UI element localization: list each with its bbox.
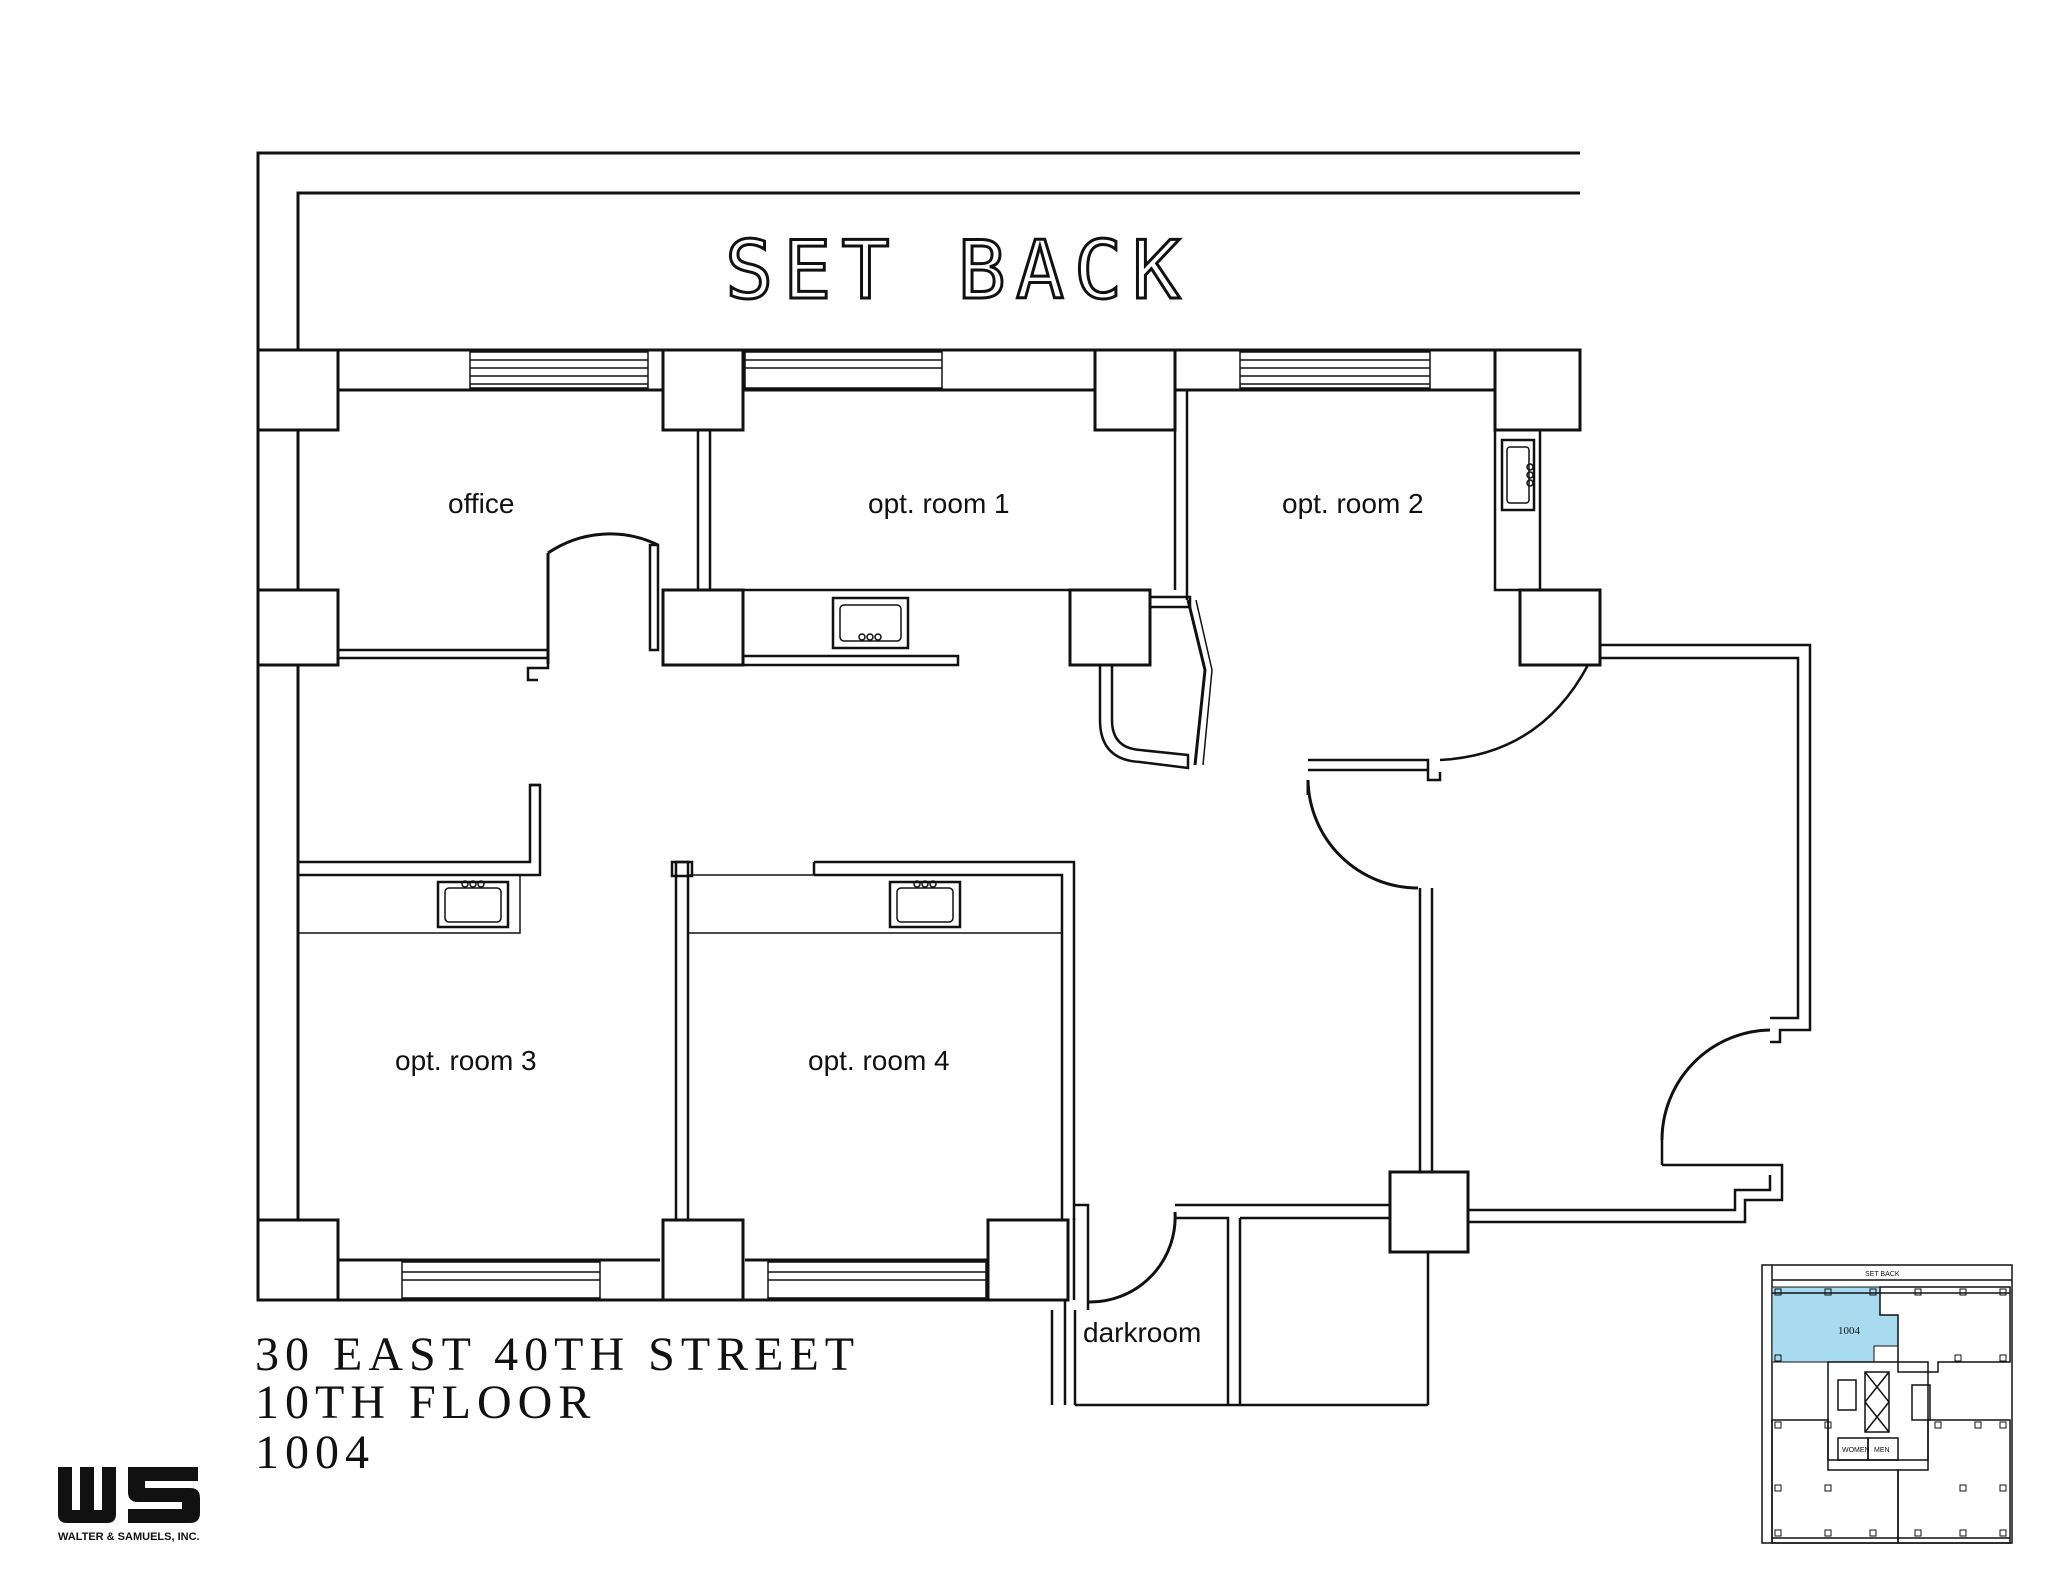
setback-label: SET BACK <box>725 224 1190 317</box>
address-street: 30 EAST 40TH STREET <box>255 1328 860 1381</box>
sink-icon <box>888 880 962 929</box>
room-label-office: office <box>448 488 514 519</box>
sink-icon <box>831 596 910 650</box>
sink-icon <box>436 880 510 929</box>
darkroom: darkroom <box>1050 1203 1430 1407</box>
address-floor: 10TH FLOOR <box>255 1376 596 1429</box>
room-label-opt-room-2: opt. room 2 <box>1282 488 1424 519</box>
opt-room-3: opt. room 3 <box>297 783 542 1076</box>
opt-room-1: opt. room 1 <box>743 390 1213 770</box>
company-logo: WALTER & SAMUELS, INC. <box>58 1467 200 1543</box>
company-name: WALTER & SAMUELS, INC. <box>58 1531 200 1543</box>
room-label-opt-room-3: opt. room 3 <box>395 1045 537 1076</box>
address-suite: 1004 <box>255 1426 375 1479</box>
key-plan-suite-label: 1004 <box>1838 1325 1861 1337</box>
key-plan-columns <box>1774 1288 2007 1537</box>
key-plan-suite-highlight <box>1771 1286 1899 1363</box>
partition-office-room1 <box>696 428 712 592</box>
room-label-darkroom: darkroom <box>1083 1317 1201 1348</box>
sink-icon <box>1500 438 1536 512</box>
ws-monogram-icon <box>58 1467 200 1523</box>
columns <box>256 348 1602 1302</box>
opt-room-2: opt. room 2 <box>1282 428 1590 890</box>
key-plan-men-label: MEN <box>1874 1447 1890 1454</box>
room-label-opt-room-1: opt. room 1 <box>868 488 1010 519</box>
office-room: office <box>338 488 660 682</box>
east-reception-area <box>1418 643 1812 1224</box>
key-plan-setback-label: SET BACK <box>1865 1271 1900 1278</box>
setback-area: SET BACK <box>256 151 1580 1300</box>
opt-room-4: opt. room 4 <box>687 860 1076 1220</box>
partition-room3-room4 <box>670 860 694 1222</box>
address-block: 30 EAST 40TH STREET 10TH FLOOR 1004 <box>255 1328 860 1479</box>
key-plan: SET BACK 1004 WOMEN MEN <box>1761 1264 2013 1544</box>
key-plan-women-label: WOMEN <box>1842 1447 1870 1454</box>
room-label-opt-room-4: opt. room 4 <box>808 1045 950 1076</box>
